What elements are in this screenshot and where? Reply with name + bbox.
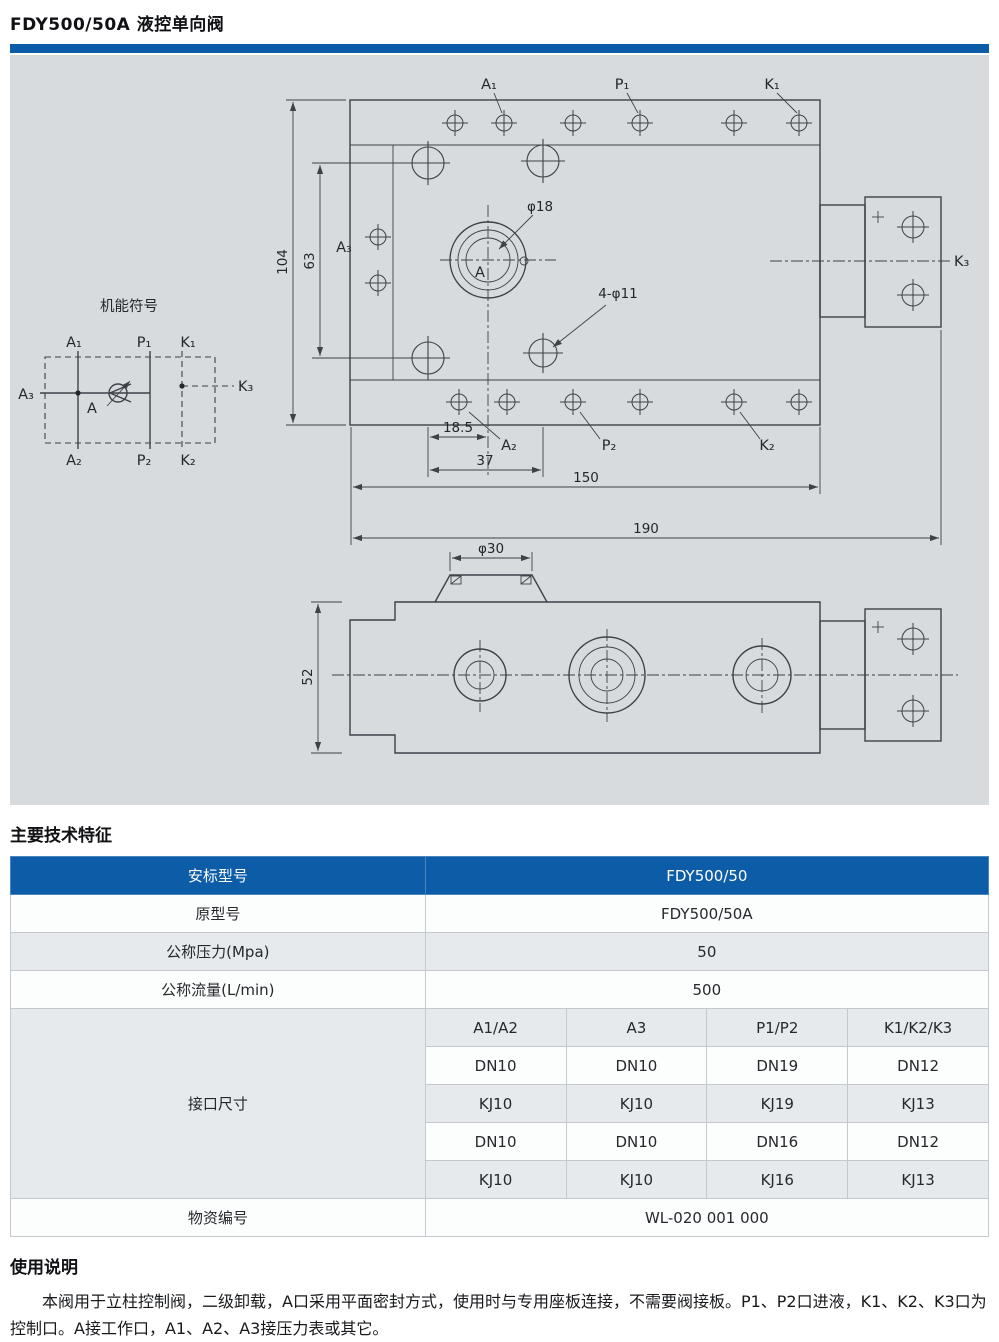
- port-cell: A3: [565, 1008, 708, 1047]
- symbol-label-a2: A₂: [66, 453, 82, 469]
- side-view: φ30 52: [300, 541, 958, 754]
- dim-104-label: 104: [275, 249, 291, 275]
- port-cell: DN12: [847, 1122, 989, 1161]
- spec-value: WL-020 001 000: [424, 1198, 990, 1237]
- port-cell: DN10: [424, 1122, 567, 1161]
- spec-label: 公称压力(Mpa): [10, 932, 426, 971]
- specs-heading: 主要技术特征: [10, 826, 112, 846]
- dim-phi30-label: φ30: [478, 541, 504, 557]
- page-title: FDY500/50A 液控单向阀: [10, 15, 225, 35]
- spec-label: 原型号: [10, 894, 426, 933]
- port-size-label: 接口尺寸: [10, 1008, 426, 1199]
- port-cell: DN16: [706, 1122, 849, 1161]
- spec-label: 公称流量(L/min): [10, 970, 426, 1009]
- port-cell: DN10: [565, 1122, 708, 1161]
- spec-value: 50: [424, 932, 990, 971]
- port-cell: KJ10: [424, 1160, 567, 1199]
- dim-37-label: 37: [476, 453, 493, 469]
- port-cell: DN10: [565, 1046, 708, 1085]
- port-cell: K1/K2/K3: [847, 1008, 989, 1047]
- symbol-label-a: A: [87, 401, 97, 417]
- table-row-pressure: 公称压力(Mpa) 50: [10, 932, 990, 971]
- table-row-model: 安标型号 FDY500/50: [10, 856, 990, 895]
- port-label-p1-top: P₁: [615, 77, 630, 93]
- port-label-k3-top: K₃: [954, 254, 970, 270]
- spec-label: 安标型号: [10, 856, 426, 895]
- port-cell: KJ16: [706, 1160, 849, 1199]
- table-row-material-code: 物资编号 WL-020 001 000: [10, 1198, 990, 1237]
- port-cell: P1/P2: [706, 1008, 849, 1047]
- port-cell: KJ19: [706, 1084, 849, 1123]
- port-cell: KJ10: [565, 1160, 708, 1199]
- port-cell: KJ10: [424, 1084, 567, 1123]
- port-cell: DN19: [706, 1046, 849, 1085]
- table-row-ports-3: DN10 DN10 DN16 DN12: [11, 1122, 989, 1161]
- dim-63-label: 63: [302, 252, 318, 269]
- port-cell: DN12: [847, 1046, 989, 1085]
- dim-18-5-label: 18.5: [443, 420, 473, 436]
- spec-value: 500: [424, 970, 990, 1009]
- technical-drawing: A K₃ A₁ P₁ K₁ A₂ P₂ K₂: [18, 77, 970, 754]
- port-label-p2-top: P₂: [602, 438, 617, 454]
- table-row-flow: 公称流量(L/min) 500: [10, 970, 990, 1009]
- symbol-label-a1: A₁: [66, 335, 82, 351]
- port-label-k2-top: K₂: [759, 438, 774, 454]
- usage-heading: 使用说明: [10, 1258, 78, 1278]
- symbol-label-a3: A₃: [18, 387, 34, 403]
- technical-drawing-panel: A K₃ A₁ P₁ K₁ A₂ P₂ K₂: [10, 55, 989, 805]
- spec-value: FDY500/50A: [424, 894, 990, 933]
- dim-phi18-label: φ18: [527, 199, 553, 215]
- symbol-label-k1: K₁: [180, 335, 196, 351]
- accent-bar: [10, 44, 989, 53]
- symbol-title: 机能符号: [100, 298, 158, 315]
- usage-text: 本阀用于立柱控制阀，二级卸载，A口采用平面密封方式，使用时与专用座板连接，不需要…: [10, 1292, 987, 1339]
- port-label-a3-top: A₃: [336, 240, 352, 256]
- specs-table: 安标型号 FDY500/50 原型号 FDY500/50A 公称压力(Mpa) …: [10, 856, 990, 1237]
- top-view: A K₃ A₁ P₁ K₁ A₂ P₂ K₂: [275, 77, 970, 545]
- dim-52-label: 52: [300, 668, 316, 685]
- function-symbol: 机能符号 A₁ P₁ K₁ A₂ P₂ K₂ A₃ A: [18, 298, 253, 469]
- spec-value: FDY500/50: [424, 856, 990, 895]
- symbol-label-p2: P₂: [137, 453, 152, 469]
- port-cell: KJ13: [847, 1160, 989, 1199]
- dim-150-label: 150: [573, 470, 599, 486]
- spec-label: 物资编号: [10, 1198, 426, 1237]
- table-row-original-model: 原型号 FDY500/50A: [10, 894, 990, 933]
- port-cell: A1/A2: [424, 1008, 567, 1047]
- port-label-a1-top: A₁: [481, 77, 497, 93]
- port-cell: KJ13: [847, 1084, 989, 1123]
- port-label-a-top: A: [475, 265, 485, 281]
- table-row-ports-header: 接口尺寸 A1/A2 A3 P1/P2 K1/K2/K3: [10, 1008, 989, 1199]
- port-label-a2-top: A₂: [501, 438, 517, 454]
- port-label-k1-top: K₁: [764, 77, 780, 93]
- table-row-ports-4: KJ10 KJ10 KJ16 KJ13: [11, 1160, 989, 1199]
- port-cell: DN10: [424, 1046, 567, 1085]
- dim-4phi11-label: 4-φ11: [598, 286, 638, 302]
- table-row-ports-1: DN10 DN10 DN19 DN12: [11, 1046, 989, 1085]
- symbol-label-p1: P₁: [137, 335, 152, 351]
- symbol-label-k2: K₂: [180, 453, 195, 469]
- dim-190-label: 190: [633, 521, 659, 537]
- port-cell: KJ10: [565, 1084, 708, 1123]
- symbol-label-k3: K₃: [238, 379, 254, 395]
